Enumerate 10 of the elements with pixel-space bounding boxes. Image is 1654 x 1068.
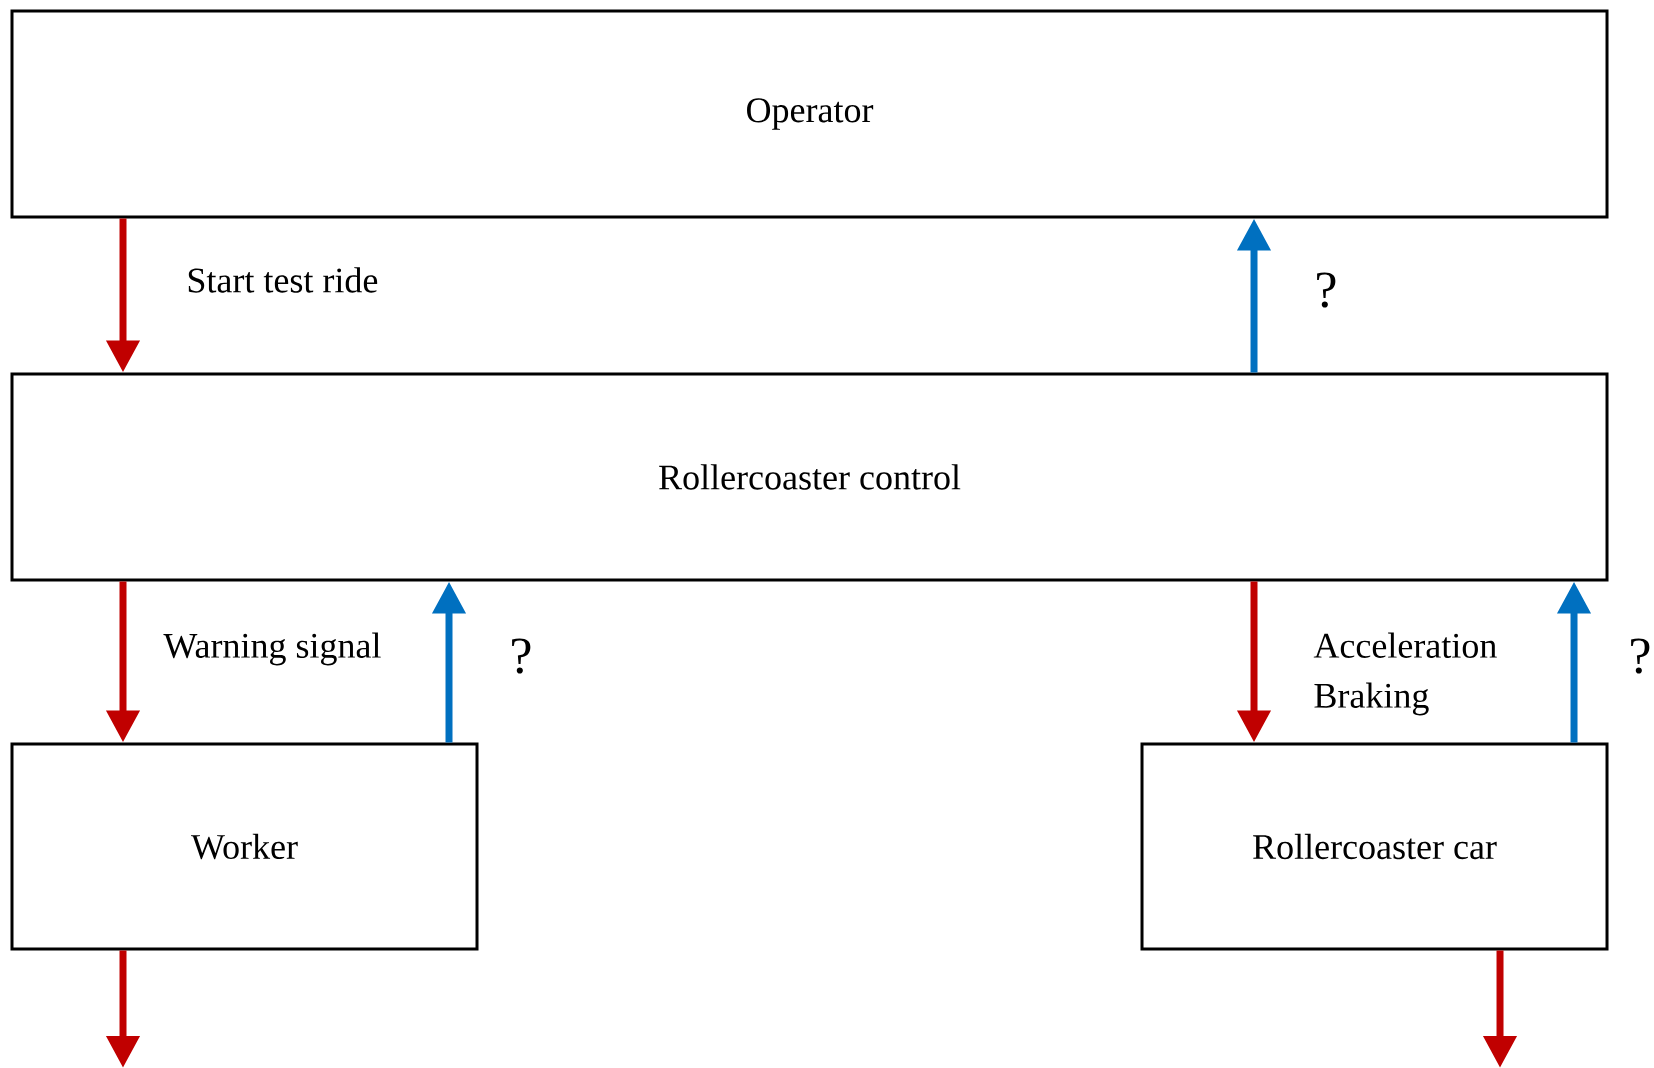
process-box: Operator: [10, 9, 1609, 219]
process-box: Rollercoaster control: [10, 372, 1609, 582]
edge-label: ?: [512, 638, 531, 674]
process-box: Worker: [10, 742, 479, 951]
edge-label: Acceleration Braking: [1313, 632, 1497, 716]
edge-label: Warning signal: [163, 632, 381, 666]
process-box: Rollercoaster car: [1140, 742, 1609, 951]
edge-label: ?: [1631, 638, 1650, 674]
edge-label: Start test ride: [188, 267, 378, 293]
edge-label: ?: [1317, 272, 1336, 308]
